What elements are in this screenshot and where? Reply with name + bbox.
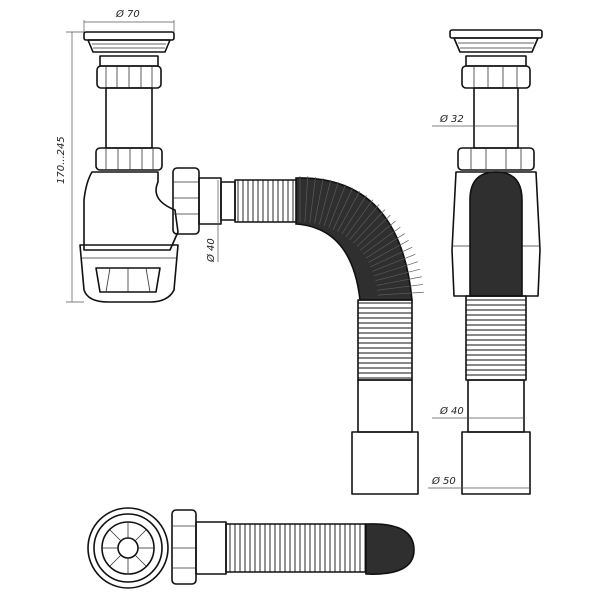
hose-rib-dark: [377, 291, 424, 296]
hose-rib-dark: [370, 246, 413, 268]
side-upper-nut: [461, 65, 531, 89]
hose-rib-dark: [341, 195, 367, 235]
outlet-pipe-40: [357, 379, 413, 433]
bottle-cap: [79, 244, 179, 303]
drain-grid-top: [83, 31, 175, 41]
dim-drain-diameter: Ø 70: [115, 8, 140, 20]
side-outlet-40: [467, 379, 525, 433]
hose-rib-dark: [337, 191, 361, 232]
hose-rib-dark: [375, 268, 421, 281]
dim-outlet-diameter: Ø 50: [431, 475, 456, 487]
drain-outer-ring: [87, 507, 169, 589]
side-view: [449, 29, 543, 495]
dimension-lines: [66, 20, 530, 489]
hose-rib-dark: [368, 239, 409, 263]
hose-rib-dark: [353, 209, 386, 244]
dim-inlet-diameter: Ø 32: [439, 113, 464, 125]
side-outlet-50: [461, 431, 531, 495]
hose-rib-dark: [372, 254, 416, 272]
hose-rib-dark: [314, 178, 324, 224]
dim-hose-diameter: Ø 40: [205, 238, 217, 263]
hose-rib-dark: [319, 179, 332, 225]
top-hose-bend: [365, 523, 415, 575]
hose-rib-dark: [309, 176, 316, 223]
hose-rib-dark: [376, 276, 422, 286]
hose-rib-dark: [356, 214, 391, 247]
hose-rib-dark: [349, 204, 380, 241]
dim-height-range: 170...245: [56, 136, 67, 184]
hose-rib-dark: [332, 187, 354, 230]
top-view: [87, 507, 415, 589]
hose-rib-dark: [304, 176, 309, 223]
dim-right-outlet-inner: Ø 40: [439, 405, 464, 417]
hose-rib-dark: [365, 233, 405, 259]
hose-rib-dark: [345, 199, 374, 238]
front-view: [79, 31, 419, 495]
outlet-pipe-50: [351, 431, 419, 495]
bottle-body: [83, 171, 179, 251]
hose-rib-dark: [362, 226, 401, 255]
hose-rib-dark: [328, 184, 346, 228]
hose-rib-dark: [323, 181, 339, 226]
side-hose: [469, 171, 523, 297]
middle-nut: [95, 147, 163, 171]
hose-rib-dark: [377, 284, 424, 291]
side-middle-nut: [457, 147, 535, 171]
vertical-pipe: [105, 87, 153, 149]
drain-grid-body: [87, 39, 171, 53]
hose-rib-dark: [359, 220, 396, 251]
hose-rib-dark: [374, 261, 419, 277]
